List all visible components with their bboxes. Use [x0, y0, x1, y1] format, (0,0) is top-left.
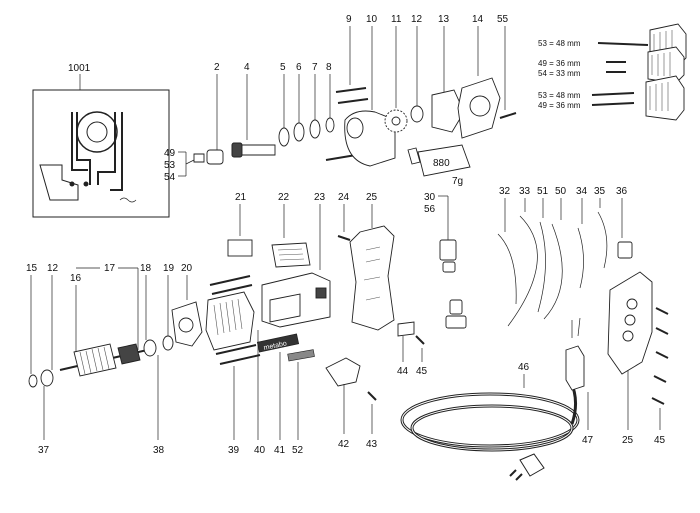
grease-tube-weight: 7g: [452, 176, 463, 187]
chuck-variants: 53 = 48 mm 49 = 36 mm 54 = 33 mm 53 = 48…: [538, 23, 687, 121]
grease-tube-label: 880: [433, 158, 450, 169]
label-33: 33: [519, 186, 531, 197]
label-25-right: 25: [622, 435, 634, 446]
chuck-2: [647, 46, 685, 84]
chuck-note-3b: 49 = 36 mm: [538, 101, 581, 110]
label-44: 44: [397, 366, 409, 377]
label-14: 14: [472, 14, 484, 25]
screw-group-left: 49 53 54: [164, 148, 205, 183]
right-handle-parts: 25 45: [607, 271, 669, 446]
label-11: 11: [391, 14, 402, 25]
part-21-label-plate: [227, 239, 253, 257]
label-34: 34: [576, 186, 588, 197]
part-12-bearing: [410, 105, 424, 123]
label-15: 15: [26, 263, 38, 274]
power-cord: 46 47: [400, 317, 594, 481]
label-6: 6: [296, 62, 302, 73]
label-45-right: 45: [654, 435, 666, 446]
label-54-left: 54: [164, 172, 176, 183]
part-47-strain-relief: [565, 345, 585, 391]
label-1001: 1001: [68, 63, 91, 74]
label-22: 22: [278, 192, 290, 203]
part-42-switch-block: [325, 357, 361, 387]
label-35: 35: [594, 186, 606, 197]
part-30-switch: [439, 239, 457, 261]
label-43: 43: [366, 439, 378, 450]
label-52: 52: [292, 445, 304, 456]
label-5: 5: [280, 62, 286, 73]
part-16-armature: [59, 343, 157, 377]
label-10: 10: [366, 14, 378, 25]
label-41: 41: [274, 445, 286, 456]
armature-parts: 15 12 16 17 18 19 20 37 38: [26, 263, 203, 456]
label-16: 16: [70, 273, 82, 284]
label-17: 17: [104, 263, 116, 274]
part-22-type-plate: [271, 242, 311, 268]
label-38: 38: [153, 445, 165, 456]
label-49-left: 49: [164, 148, 176, 159]
label-7: 7: [312, 62, 318, 73]
label-30: 30: [424, 192, 436, 203]
label-47: 47: [582, 435, 594, 446]
part-36-capacitor: [617, 241, 633, 259]
part-8-clip: [325, 117, 335, 133]
label-51: 51: [537, 186, 549, 197]
metabo-logo-text: metabo: [263, 340, 287, 352]
label-56: 56: [424, 204, 436, 215]
handle-parts: 24 25 30 56 44 45 42 43: [325, 192, 467, 450]
label-32: 32: [499, 186, 511, 197]
part-18-bearing: [143, 339, 157, 357]
part-13-gasket: [431, 89, 465, 133]
motor-parts: 21 22 23 39 40 metabo 41: [205, 192, 331, 456]
label-21: 21: [235, 192, 247, 203]
part-52-strip: [287, 349, 315, 362]
label-37: 37: [38, 445, 50, 456]
label-40: 40: [254, 445, 266, 456]
label-36: 36: [616, 186, 628, 197]
label-8: 8: [326, 62, 332, 73]
part-19-ring: [162, 335, 174, 351]
part-7-bearing: [309, 119, 321, 139]
label-18: 18: [140, 263, 152, 274]
part-40-stator: [205, 275, 261, 365]
grease-tube: 880 7g: [407, 144, 471, 187]
label-46: 46: [518, 362, 530, 373]
part-25-handle-half: [349, 225, 395, 331]
label-4: 4: [244, 62, 250, 73]
label-12-top: 12: [411, 14, 423, 25]
chuck-note-2b: 54 = 33 mm: [538, 69, 581, 78]
part-41-logo-plate: metabo: [256, 333, 300, 353]
label-45-middle: 45: [416, 366, 428, 377]
wire-set: 32 33 51 50 34 35 36: [497, 186, 633, 327]
label-25-left: 25: [366, 192, 378, 203]
label-24: 24: [338, 192, 350, 203]
part-44-cable-clamp: [397, 321, 415, 337]
label-9: 9: [346, 14, 352, 25]
label-19: 19: [163, 263, 175, 274]
label-20: 20: [181, 263, 193, 274]
wiring-diagram: 1001: [32, 63, 170, 218]
label-50: 50: [555, 186, 567, 197]
label-23: 23: [314, 192, 326, 203]
part-6-washer: [293, 122, 305, 142]
chuck-3: [645, 75, 685, 121]
label-55: 55: [497, 14, 509, 25]
part-2-bearing: [206, 149, 224, 165]
label-53-left: 53: [164, 160, 176, 171]
chuck-note-2a: 49 = 36 mm: [538, 59, 581, 68]
label-39: 39: [228, 445, 240, 456]
chuck-note-1: 53 = 48 mm: [538, 39, 581, 48]
chuck-note-3a: 53 = 48 mm: [538, 91, 581, 100]
part-5-ring: [278, 127, 290, 147]
label-13: 13: [438, 14, 450, 25]
label-2: 2: [214, 62, 220, 73]
label-42: 42: [338, 439, 350, 450]
gear-train-parts: 2 4 5 6 7 8 9 10 11 12 13: [206, 14, 517, 187]
label-12-left: 12: [47, 263, 59, 274]
